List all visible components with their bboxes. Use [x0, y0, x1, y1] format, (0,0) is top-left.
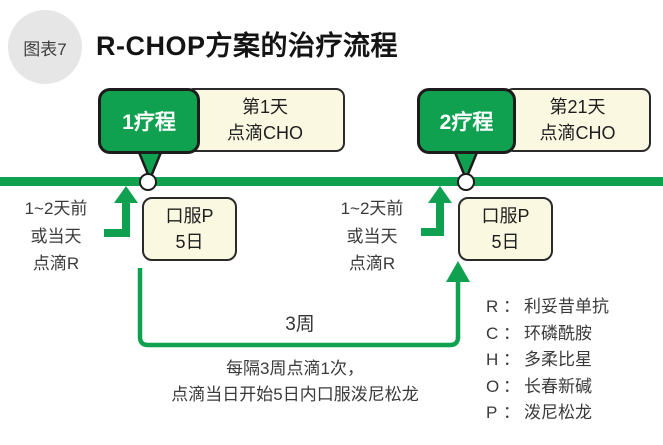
legend-key: O — [486, 376, 500, 396]
course-bubble-cycle1: 1疗程 — [98, 88, 200, 154]
interval-bracket-arrow-head — [446, 261, 470, 282]
oral-box-cycle2: 口服P 5日 — [458, 197, 553, 261]
day-box-line2: 点滴CHO — [227, 123, 303, 143]
legend-row: C：环磷酰胺 — [486, 321, 609, 348]
pre-note-line2: 或当天 — [346, 226, 398, 246]
legend: R：利妥昔单抗 C：环磷酰胺 H：多柔比星 O：长春新碱 P：泼尼松龙 — [486, 294, 609, 427]
legend-separator: ： — [503, 350, 520, 369]
legend-separator: ： — [503, 403, 520, 422]
oral-box-line2: 5日 — [491, 232, 520, 252]
legend-row: O：长春新碱 — [486, 374, 609, 401]
schedule-note: 每隔3周点滴1次， 点滴当日开始5日内口服泼尼松龙 — [125, 356, 465, 408]
legend-name: 多柔比星 — [524, 350, 592, 369]
rituximab-arrow-shaft-1 — [104, 202, 130, 237]
figure-title: R-CHOP方案的治疗流程 — [96, 31, 398, 61]
oral-box-cycle1: 口服P 5日 — [142, 197, 237, 261]
pre-infusion-note-cycle2: 1~2天前 或当天 点滴R — [322, 195, 422, 278]
rituximab-arrow-head-2 — [428, 186, 452, 203]
pre-infusion-note-cycle1: 1~2天前 或当天 点滴R — [6, 195, 106, 278]
interval-label: 3周 — [285, 314, 315, 335]
figure-badge: 图表7 — [8, 10, 82, 84]
legend-row: R：利妥昔单抗 — [486, 294, 609, 321]
legend-separator: ： — [503, 297, 520, 316]
oral-box-line1: 口服P — [481, 206, 530, 226]
pre-note-line3: 点滴R — [32, 254, 80, 273]
legend-name: 利妥昔单抗 — [524, 297, 609, 316]
timeline-marker-circle-2 — [457, 173, 475, 191]
pre-note-line2: 或当天 — [30, 226, 82, 246]
legend-row: P ：泼尼松龙 — [486, 400, 609, 427]
legend-row: H：多柔比星 — [486, 347, 609, 374]
interval-bracket — [137, 268, 461, 348]
oral-box-line1: 口服P — [165, 206, 214, 226]
schedule-note-line1: 每隔3周点滴1次， — [226, 359, 364, 378]
timeline-bar — [0, 177, 663, 186]
legend-key: R — [486, 297, 499, 316]
legend-key: P — [486, 403, 498, 422]
rituximab-arrow-shaft-2 — [421, 202, 444, 236]
pre-note-line1: 1~2天前 — [24, 199, 88, 218]
day-box-cycle2: 第21天 点滴CHO — [504, 88, 651, 152]
oral-box-line2: 5日 — [175, 232, 204, 252]
day-box-line2: 点滴CHO — [539, 123, 616, 143]
day-box-cycle1: 第1天 点滴CHO — [185, 88, 345, 152]
legend-name: 泼尼松龙 — [524, 403, 592, 422]
pre-note-line1: 1~2天前 — [340, 199, 404, 218]
legend-key: C — [486, 323, 499, 343]
legend-name: 长春新碱 — [524, 376, 592, 396]
day-box-line1: 第1天 — [241, 97, 288, 117]
legend-separator: ： — [503, 376, 520, 396]
schedule-note-line2: 点滴当日开始5日内口服泼尼松龙 — [171, 385, 419, 404]
day-box-line1: 第21天 — [549, 97, 606, 117]
course-bubble-cycle2: 2疗程 — [417, 88, 516, 154]
pre-note-line3: 点滴R — [348, 254, 396, 273]
rituximab-arrow-head-1 — [114, 186, 138, 203]
timeline-marker-circle-1 — [139, 173, 157, 191]
legend-name: 环磷酰胺 — [524, 323, 592, 343]
legend-key: H — [486, 350, 499, 369]
legend-separator: ： — [503, 323, 520, 343]
